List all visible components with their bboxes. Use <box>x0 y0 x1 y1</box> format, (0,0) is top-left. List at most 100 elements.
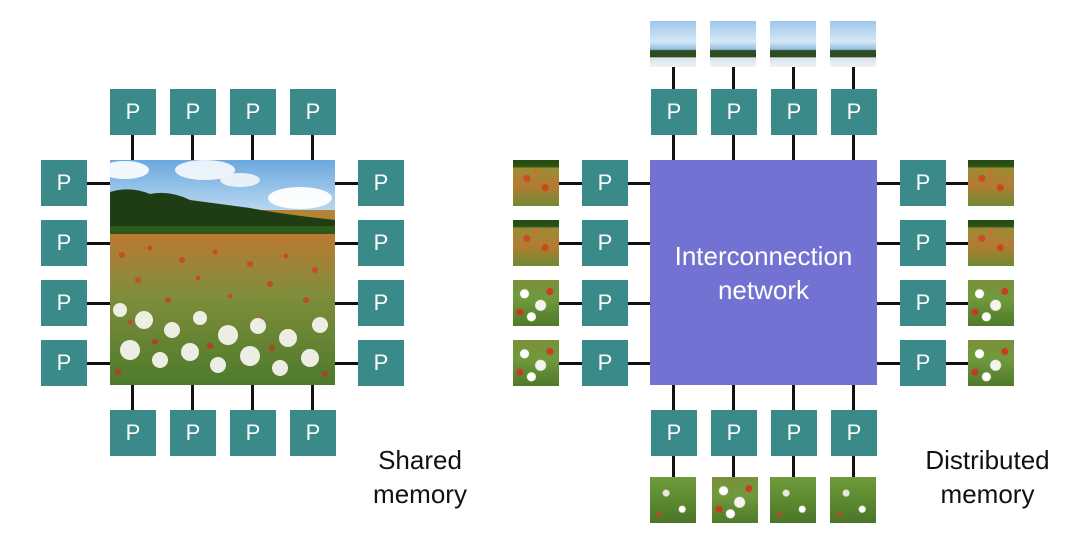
memory-tile <box>770 477 816 523</box>
caption-line: memory <box>373 479 467 509</box>
connector <box>946 182 968 185</box>
meadow-image <box>110 160 335 385</box>
connector <box>946 242 968 245</box>
connector <box>732 385 735 410</box>
processor-box: P <box>900 280 946 326</box>
processor-box: P <box>41 220 87 266</box>
processor-box: P <box>771 410 817 456</box>
processor-box: P <box>41 340 87 386</box>
connector <box>335 302 358 305</box>
processor-box: P <box>230 89 276 135</box>
processor-box: P <box>41 160 87 206</box>
connector <box>946 302 968 305</box>
processor-box: P <box>582 160 628 206</box>
processor-box: P <box>170 89 216 135</box>
connector <box>559 302 582 305</box>
connector <box>628 242 650 245</box>
processor-box: P <box>358 340 404 386</box>
processor-box: P <box>900 160 946 206</box>
connector <box>732 67 735 89</box>
connector <box>87 182 110 185</box>
memory-tile <box>830 21 876 67</box>
connector <box>335 182 358 185</box>
processor-box: P <box>651 89 697 135</box>
connector <box>628 182 650 185</box>
connector <box>87 302 110 305</box>
processor-box: P <box>582 280 628 326</box>
connector <box>877 242 900 245</box>
memory-tile <box>710 21 756 67</box>
connector <box>792 67 795 89</box>
distributed-memory-caption: Distributed memory <box>905 443 1065 511</box>
connector <box>335 242 358 245</box>
processor-box: P <box>831 89 877 135</box>
connector <box>792 385 795 410</box>
connector <box>131 135 134 160</box>
connector <box>852 456 855 477</box>
processor-box: P <box>358 280 404 326</box>
processor-box: P <box>651 410 697 456</box>
shared-memory-caption: Shared memory <box>360 443 480 511</box>
connector <box>792 135 795 160</box>
connector <box>559 182 582 185</box>
connector <box>251 135 254 160</box>
connector <box>311 135 314 160</box>
connector <box>628 362 650 365</box>
processor-box: P <box>290 89 336 135</box>
processor-box: P <box>582 340 628 386</box>
memory-tile <box>513 220 559 266</box>
processor-box: P <box>110 89 156 135</box>
processor-box: P <box>110 410 156 456</box>
memory-tile <box>968 160 1014 206</box>
memory-tile <box>712 477 758 523</box>
processor-box: P <box>771 89 817 135</box>
connector <box>559 242 582 245</box>
connector <box>191 135 194 160</box>
shared-memory-photo <box>110 160 335 385</box>
processor-box: P <box>358 160 404 206</box>
caption-line: Distributed <box>925 445 1050 475</box>
memory-tile <box>968 340 1014 386</box>
memory-tile <box>830 477 876 523</box>
connector <box>877 182 900 185</box>
connector <box>335 362 358 365</box>
processor-box: P <box>230 410 276 456</box>
connector <box>792 456 795 477</box>
connector <box>852 385 855 410</box>
processor-box: P <box>358 220 404 266</box>
connector <box>672 456 675 477</box>
connector <box>559 362 582 365</box>
memory-tile <box>650 21 696 67</box>
memory-tile <box>513 340 559 386</box>
connector <box>732 456 735 477</box>
processor-box: P <box>41 280 87 326</box>
processor-box: P <box>290 410 336 456</box>
network-label-line: Interconnection <box>674 240 853 271</box>
memory-tile <box>968 220 1014 266</box>
caption-line: Shared <box>378 445 462 475</box>
processor-box: P <box>711 410 757 456</box>
connector <box>191 385 194 410</box>
connector <box>131 385 134 410</box>
connector <box>672 135 675 160</box>
connector <box>672 385 675 410</box>
connector <box>946 362 968 365</box>
memory-tile <box>513 280 559 326</box>
processor-box: P <box>900 340 946 386</box>
network-label-line: network <box>717 274 810 305</box>
connector <box>732 135 735 160</box>
caption-line: memory <box>940 479 1035 509</box>
connector <box>87 242 110 245</box>
processor-box: P <box>900 220 946 266</box>
processor-box: P <box>831 410 877 456</box>
connector <box>87 362 110 365</box>
connector <box>852 67 855 89</box>
processor-box: P <box>582 220 628 266</box>
connector <box>251 385 254 410</box>
connector <box>311 385 314 410</box>
connector <box>852 135 855 160</box>
memory-tile <box>770 21 816 67</box>
connector <box>672 67 675 89</box>
processor-box: P <box>170 410 216 456</box>
connector <box>628 302 650 305</box>
